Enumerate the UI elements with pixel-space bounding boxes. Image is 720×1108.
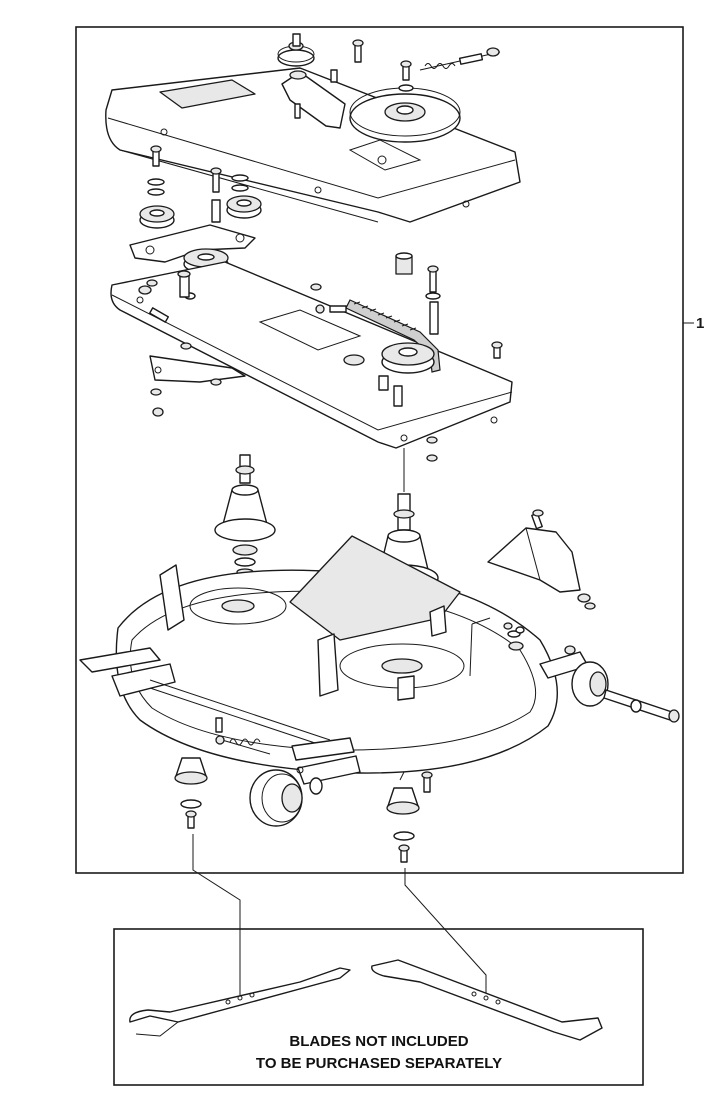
blade-adapter-right: [386, 771, 433, 863]
deck-cover: [105, 67, 521, 223]
assembly-frame: [75, 26, 684, 874]
tensioner-bracket: [277, 33, 346, 129]
front-wheel: [249, 769, 323, 827]
top-bolts: [294, 39, 414, 119]
plate-small-parts: [378, 375, 438, 462]
plate-pulley: [381, 342, 435, 374]
side-bracket: [487, 509, 596, 610]
blade-leaders: [192, 834, 487, 998]
side-wheel: [539, 645, 680, 723]
linkage-spring: [215, 717, 271, 755]
drive-belt: [345, 299, 441, 373]
deck-plate: [110, 261, 513, 449]
blades-note-line1: BLADES NOT INCLUDED: [289, 1033, 468, 1050]
front-linkage: [79, 647, 361, 785]
plate-hardware-left: [138, 270, 322, 323]
blade-adapter-left: [174, 757, 208, 829]
blade-right: [371, 959, 603, 1041]
blades-note-line2: TO BE PURCHASED SEPARATELY: [256, 1055, 502, 1072]
mower-deck: [115, 535, 558, 774]
control-cable: [419, 47, 501, 71]
idler-pulleys: [139, 195, 262, 229]
spindle-left: [214, 454, 276, 576]
main-pulley: [349, 87, 461, 143]
height-pin: [469, 617, 525, 677]
blades-frame: [113, 928, 644, 1086]
lower-bracket: [149, 342, 246, 417]
bushing-and-bolts: [315, 252, 503, 359]
spindle-bolts-upper: [147, 145, 249, 223]
idler-arm: [129, 224, 256, 274]
blade-left: [129, 967, 351, 1037]
callout-1-label: 1: [696, 315, 704, 332]
